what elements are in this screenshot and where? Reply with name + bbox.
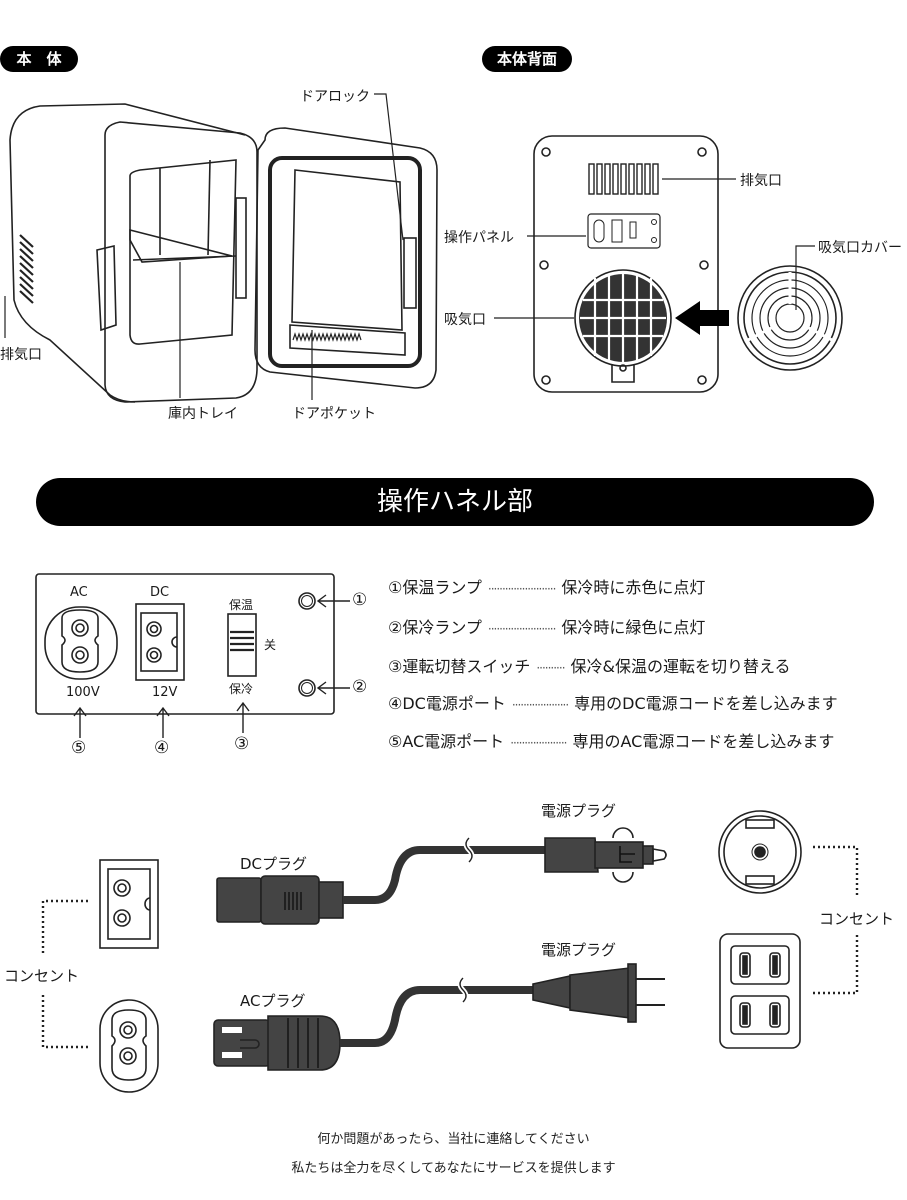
dc-port-label: DC (150, 585, 170, 600)
leader-dots: ························ (487, 622, 557, 636)
ac-port-label: AC (70, 585, 88, 600)
description-item: ①保温ランプ (388, 578, 482, 597)
description-text: 保冷時に赤色に点灯 (561, 578, 706, 597)
door-lock-label: ドアロック (300, 89, 370, 105)
control-panel-illustration (35, 573, 350, 738)
description-row: ②保冷ランプ ························ 保冷時に緑色に点灯 (388, 614, 705, 638)
marker-5: ⑤ (71, 738, 87, 758)
leader-dots: ···················· (510, 736, 567, 750)
footer-line-2: 私たちは全力を尽くしてあなたにサービスを提供します (291, 1161, 616, 1176)
cables-illustration (41, 810, 859, 1093)
power-plug-label-top: 電源プラグ (541, 802, 617, 820)
switch-off-label: 关 (264, 638, 277, 652)
description-text: 専用のAC電源コードを差し込みます (572, 732, 835, 751)
power-plug-label-bottom: 電源プラグ (541, 941, 617, 959)
description-row: ⑤AC電源ポート ···················· 専用のAC電源コードを差… (388, 728, 834, 752)
intake-cover-label: 吸気口カバー (818, 240, 902, 256)
marker-4: ④ (154, 738, 170, 758)
fridge-body-illustration (4, 93, 438, 403)
control-panel-banner: 操作ハネル部 (36, 478, 874, 526)
description-row: ①保温ランプ ························ 保冷時に赤色に点灯 (388, 574, 705, 598)
ac-voltage-label: 100V (66, 685, 100, 700)
ac-plug-label: ACプラグ (240, 992, 306, 1010)
back-section-title: 本体背面 (482, 46, 572, 72)
switch-cool-label: 保冷 (229, 682, 254, 696)
control-panel-label: 操作パネル (444, 230, 514, 246)
dc-plug-label: DCプラグ (240, 855, 308, 873)
marker-3: ③ (234, 734, 250, 754)
description-item: ⑤AC電源ポート (388, 732, 505, 751)
description-row: ④DC電源ポート ···················· 専用のDC電源コードを差… (388, 690, 838, 714)
leader-dots: ·········· (536, 661, 565, 675)
body-section-title: 本 体 (0, 46, 78, 72)
description-row: ③運転切替スイッチ ·········· 保冷&保温の運転を切り替える (388, 653, 791, 677)
exhaust-label-back: 排気口 (740, 173, 782, 189)
description-item: ④DC電源ポート (388, 694, 506, 713)
door-pocket-label: ドアポケット (292, 406, 376, 422)
leader-dots: ···················· (511, 698, 569, 712)
leader-dots: ························ (487, 582, 557, 596)
description-text: 保冷時に緑色に点灯 (561, 618, 706, 637)
marker-1: ① (352, 590, 368, 610)
switch-warm-label: 保温 (229, 598, 254, 612)
outlet-label-right: コンセント (819, 910, 895, 928)
description-text: 専用のDC電源コードを差し込みます (574, 694, 838, 713)
description-text: 保冷&保温の運転を切り替える (570, 657, 791, 676)
intake-label: 吸気口 (444, 312, 486, 328)
description-item: ②保冷ランプ (388, 618, 482, 637)
dc-voltage-label: 12V (152, 685, 178, 700)
exhaust-label-side: 排気口 (0, 347, 42, 363)
description-item: ③運転切替スイッチ (388, 657, 531, 676)
tray-label: 庫内トレイ (168, 406, 238, 422)
fridge-back-illustration (494, 135, 843, 393)
outlet-label-left: コンセント (4, 967, 80, 985)
footer-line-1: 何か問題があったら、当社に連絡してください (317, 1132, 590, 1147)
marker-2: ② (352, 677, 368, 697)
